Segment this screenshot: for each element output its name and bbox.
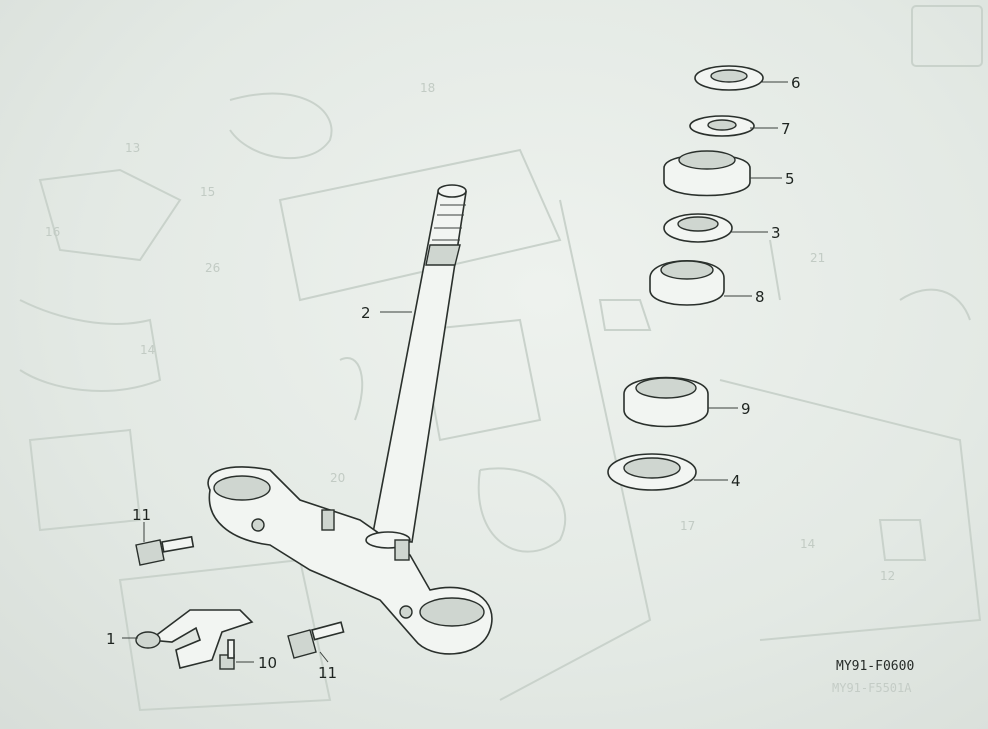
part-8-upper-bearing — [649, 260, 725, 306]
callout-1: 1 — [106, 630, 116, 648]
leader-lines — [122, 81, 788, 663]
part-10-screw — [219, 639, 235, 670]
background-ghost-drawing: 18 21 26 14 12 14 17 20 16 15 13 MY91-F5… — [19, 5, 983, 712]
callout-4: 4 — [731, 472, 741, 490]
callout-11-right: 11 — [318, 664, 337, 682]
ghost-label-21: 21 — [810, 251, 825, 265]
callout-7: 7 — [781, 120, 791, 138]
callout-11-left: 11 — [132, 506, 151, 524]
part-9-lower-bearing — [623, 376, 709, 428]
part-6-locknut — [694, 65, 764, 91]
ghost-label-12: 12 — [880, 569, 895, 583]
callout-2: 2 — [361, 304, 371, 322]
ghost-label-13: 13 — [125, 141, 140, 155]
callout-9: 9 — [741, 400, 751, 418]
ghost-label-15: 15 — [200, 185, 215, 199]
part-4-dust-seal — [607, 453, 697, 491]
callout-6: 6 — [791, 74, 801, 92]
ghost-label-14a: 14 — [140, 343, 155, 357]
ghost-label-18: 18 — [420, 81, 435, 95]
part-11-bolt-left — [135, 535, 195, 566]
ghost-label-14b: 14 — [800, 537, 815, 551]
lower-bridge — [207, 466, 493, 655]
part-3-dust-seal — [663, 213, 733, 243]
ghost-label-16: 16 — [45, 225, 60, 239]
part-7-lock-washer — [689, 115, 755, 137]
part-1-bracket — [135, 609, 254, 669]
ghost-label-26: 26 — [205, 261, 220, 275]
callout-5: 5 — [785, 170, 795, 188]
steering-stem — [371, 184, 467, 543]
ghost-label-17: 17 — [680, 519, 695, 533]
part-5-adjusting-nut — [663, 150, 751, 197]
figure-code: MY91-F0600 — [836, 659, 914, 674]
ghost-figure-code: MY91-F5501A — [832, 681, 912, 695]
part-11-bolt-right — [287, 621, 345, 659]
ghost-label-20: 20 — [330, 471, 345, 485]
callout-3: 3 — [771, 224, 781, 242]
callout-10: 10 — [258, 654, 277, 672]
callout-8: 8 — [755, 288, 765, 306]
